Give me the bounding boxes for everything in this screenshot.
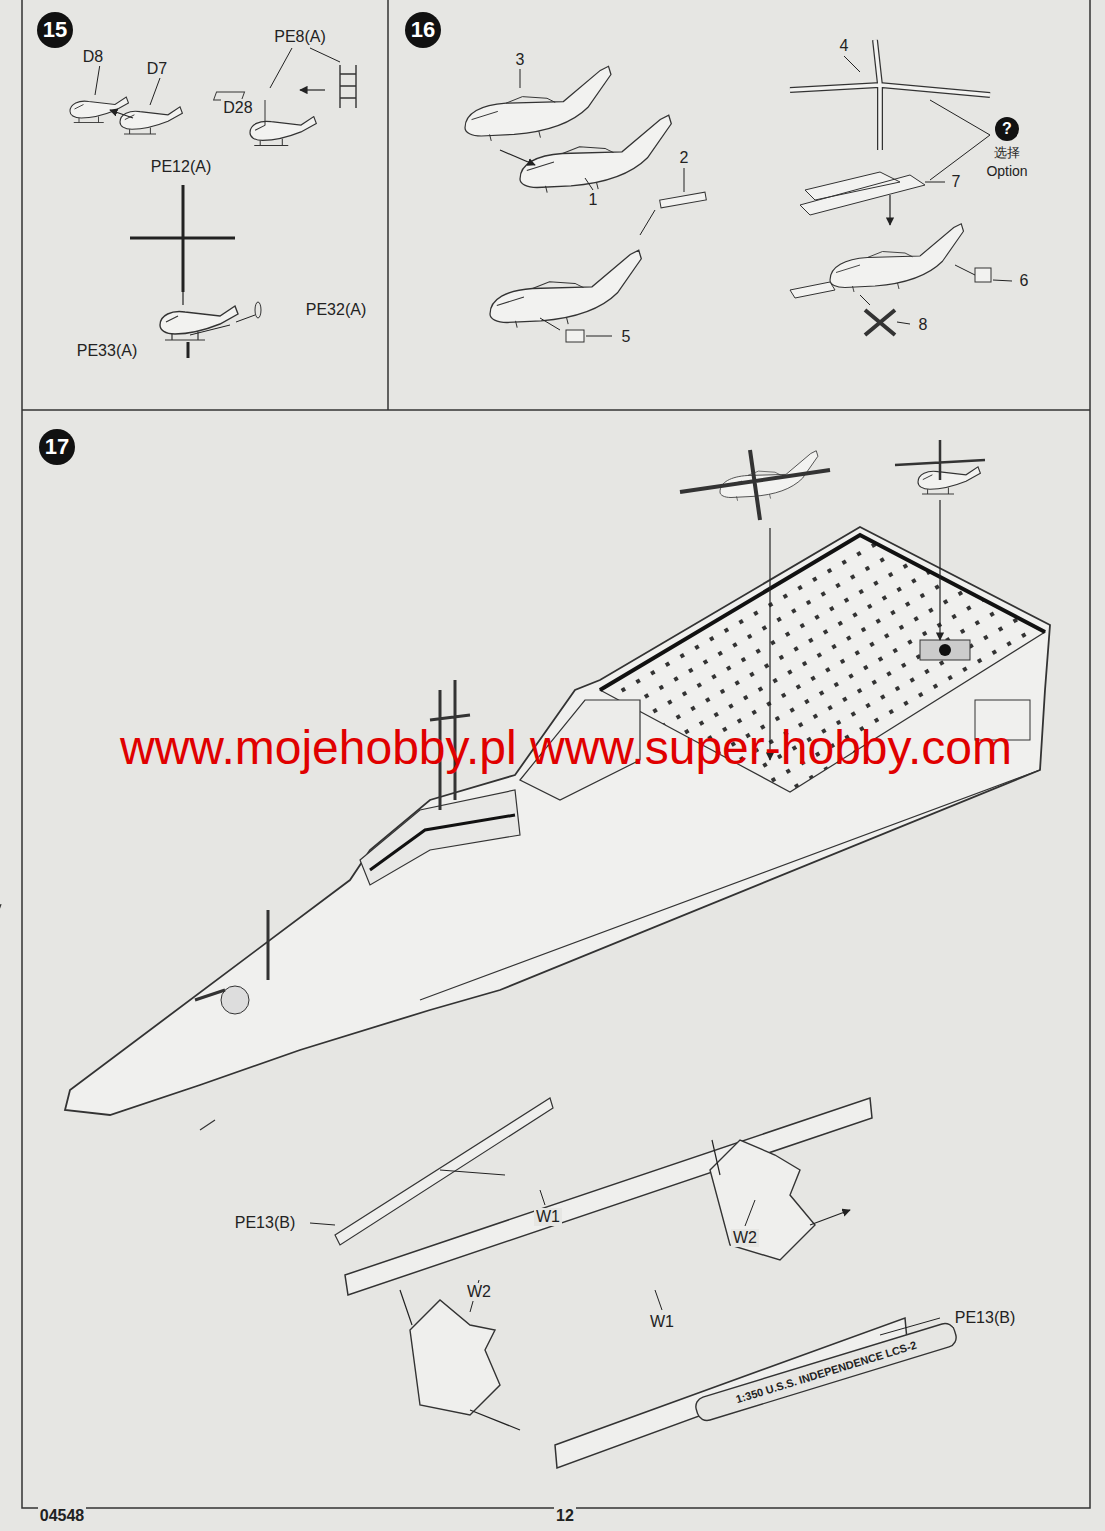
- callout-number: 5: [620, 328, 633, 346]
- part-number: PE13(B): [233, 1214, 297, 1232]
- option-marker: ?: [995, 117, 1019, 141]
- step-number-text: 15: [43, 19, 67, 41]
- part-number: PE33(A): [75, 342, 139, 360]
- callout-number: 4: [838, 37, 851, 55]
- part-number: D7: [145, 60, 169, 78]
- callout-number: 7: [950, 173, 963, 191]
- step-number-text: 16: [411, 19, 435, 41]
- callout-number: 6: [1018, 272, 1031, 290]
- step16-parts: [465, 40, 1012, 342]
- part-number: PE12(A): [149, 158, 213, 176]
- panel-frame: [22, 0, 1090, 1508]
- option-note: Option: [984, 163, 1029, 179]
- part-number: PE13(B): [953, 1309, 1017, 1327]
- catalogue-number: 04548: [38, 1507, 87, 1525]
- ship-helicopters: [680, 440, 985, 760]
- display-stand: [310, 1098, 959, 1468]
- callout-number: 3: [514, 51, 527, 69]
- part-number: D28: [221, 99, 254, 117]
- watermark: www.mojehobby.pl www.super-hobby.com: [118, 720, 1014, 775]
- callout-number: 8: [917, 316, 930, 334]
- part-number: PE8(A): [272, 28, 328, 46]
- callout-number: 1: [587, 191, 600, 209]
- option-note: 选择: [992, 146, 1022, 161]
- step-number-text: 17: [45, 436, 69, 458]
- part-number: W1: [648, 1313, 676, 1331]
- part-number: D8: [81, 48, 105, 66]
- ship-hull: [0, 527, 1050, 1130]
- part-number: W2: [731, 1229, 759, 1247]
- part-number: W2: [465, 1283, 493, 1301]
- part-number: PE32(A): [304, 301, 368, 319]
- step-number: 16: [405, 12, 441, 48]
- callout-number: 2: [678, 149, 691, 167]
- step-number: 17: [39, 429, 75, 465]
- page-number: 12: [554, 1507, 576, 1525]
- step-number: 15: [37, 12, 73, 48]
- step-number-text: ?: [1002, 121, 1012, 137]
- part-number: W1: [534, 1208, 562, 1226]
